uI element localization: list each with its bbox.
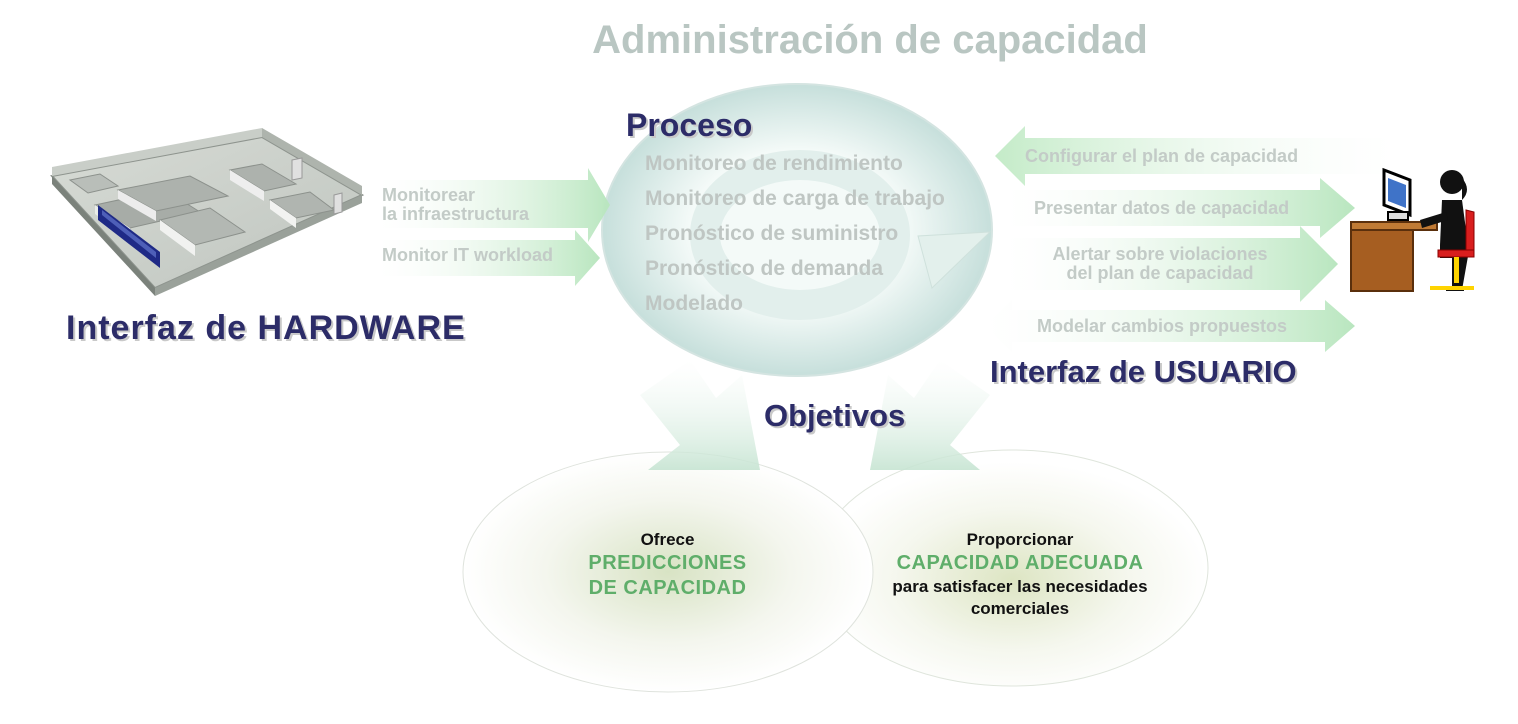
process-cycle-inner <box>690 150 910 320</box>
process-item: Monitoreo de rendimiento <box>645 152 903 175</box>
user-interface-title: Interfaz de USUARIO <box>990 354 1297 389</box>
arrow-monitor-workload <box>378 230 600 286</box>
process-cycle-ring <box>601 83 993 377</box>
process-title: Proceso <box>626 107 753 143</box>
process-cycle-arrowhead <box>917 231 992 289</box>
arrow-alert-violations <box>1005 226 1338 302</box>
data-center-floor-icon <box>50 128 365 296</box>
hardware-interface-title: Interfaz de HARDWARE <box>66 309 466 347</box>
page-title: Administración de capacidad <box>592 18 1148 62</box>
objectives-title: Objetivos <box>764 398 906 433</box>
arrow-label-model-changes: Modelar cambios propuestos <box>1037 316 1288 336</box>
arrow-present-data <box>1005 178 1355 238</box>
objective-predictions: Ofrece PREDICCIONES DE CAPACIDAD <box>520 529 815 601</box>
arrow-label-line: del plan de capacidad <box>1066 263 1254 283</box>
arrow-label-monitor-workload: Monitor IT workload <box>382 245 553 265</box>
objective-capacity-detail: comerciales <box>970 599 1070 618</box>
person-at-computer-icon <box>1350 167 1475 292</box>
arrow-label-line: Monitorear <box>382 185 476 205</box>
objective-capacity-highlight: CAPACIDAD ADECUADA <box>896 552 1144 574</box>
process-list: Monitoreo de rendimiento Monitoreo de ca… <box>645 150 945 325</box>
arrow-label-monitor-infrastructure: Monitorear la infraestructura <box>382 186 529 224</box>
objective-predictions-intro: Ofrece <box>640 530 695 549</box>
arrow-label-line: la infraestructura <box>382 204 530 224</box>
objective-ellipse-left <box>462 451 874 693</box>
down-arrow-left <box>640 360 760 470</box>
process-item: Modelado <box>645 292 743 315</box>
objective-predictions-highlight: PREDICCIONES <box>588 552 747 574</box>
arrow-label-present-data: Presentar datos de capacidad <box>1034 198 1290 218</box>
arrow-model-changes <box>985 300 1355 352</box>
arrow-label-configure-plan: Configurar el plan de capacidad <box>1025 146 1299 166</box>
arrow-label-line: Alertar sobre violaciones <box>1052 244 1268 264</box>
arrow-monitor-infrastructure <box>378 168 610 242</box>
objective-capacity-detail: para satisfacer las necesidades <box>892 577 1148 596</box>
down-arrow-right <box>870 360 990 470</box>
process-item: Pronóstico de suministro <box>645 222 899 245</box>
process-item: Monitoreo de carga de trabajo <box>645 187 945 210</box>
objective-capacity-intro: Proporcionar <box>966 530 1074 549</box>
objective-predictions-highlight: DE CAPACIDAD <box>588 577 747 599</box>
process-item: Pronóstico de demanda <box>645 257 884 280</box>
arrow-label-alert-violations: Alertar sobre violaciones del plan de ca… <box>1040 245 1280 283</box>
arrow-configure-plan <box>995 126 1395 186</box>
objective-capacity: Proporcionar CAPACIDAD ADECUADA para sat… <box>860 529 1180 620</box>
